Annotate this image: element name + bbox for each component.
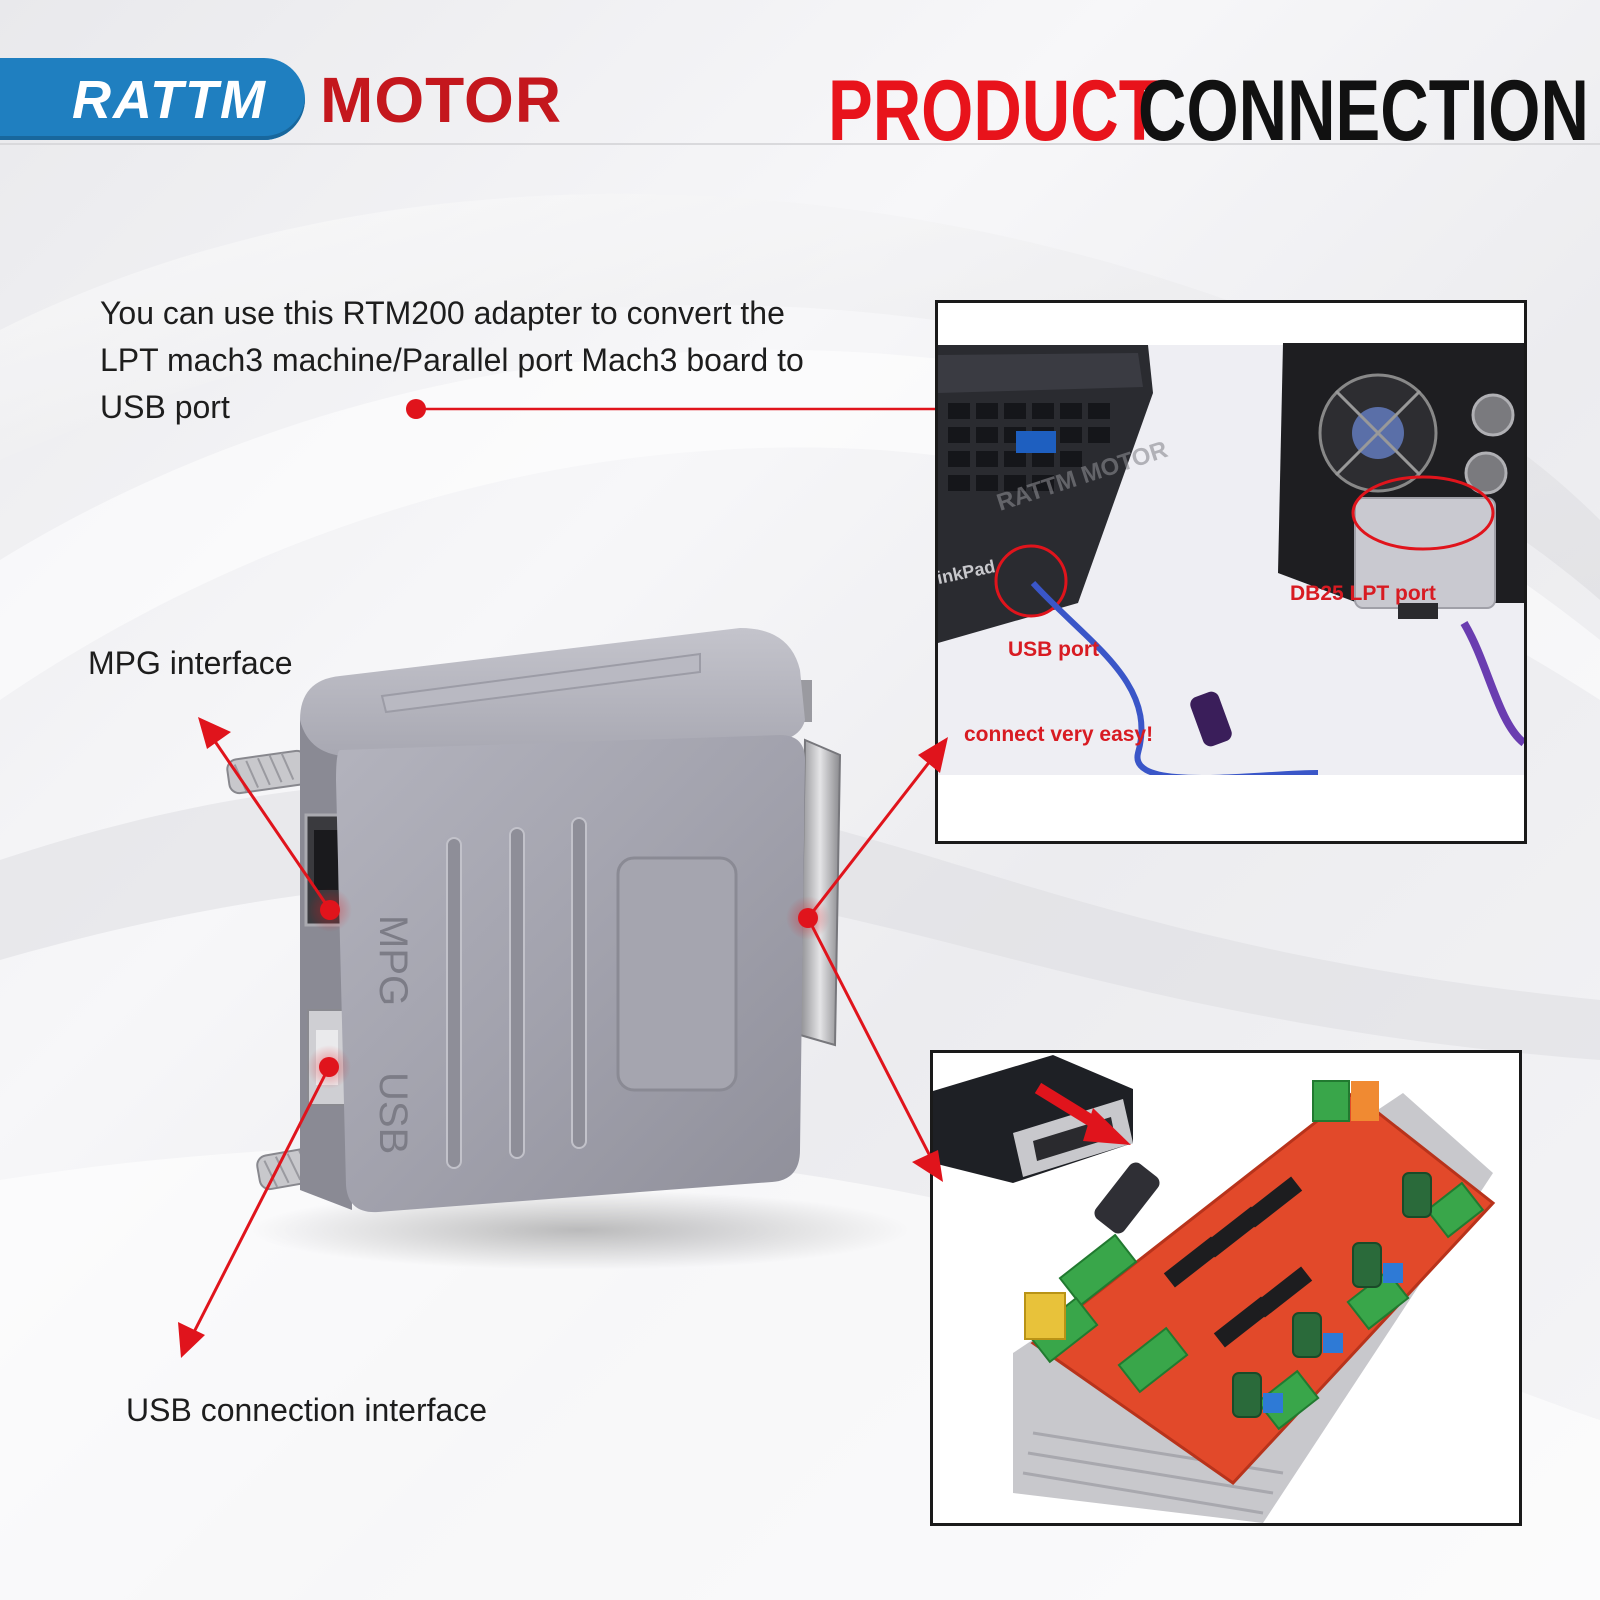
usb-port-caption: USB port (1008, 638, 1099, 661)
brand-suffix: MOTOR (320, 64, 563, 136)
title-connection: CONNECTION (1138, 63, 1589, 159)
computer-scene-illustration: inkPad RATTM MOTOR USB port DB25 LPT por… (938, 303, 1524, 841)
brand-name: RATTM (72, 70, 267, 130)
mpg-interface-label: MPG interface (88, 645, 293, 681)
usb-interface-label: USB connection interface (126, 1392, 488, 1428)
db25-port-caption: DB25 LPT port (1290, 582, 1436, 605)
connection-photo-computer: inkPad RATTM MOTOR USB port DB25 LPT por… (935, 300, 1527, 844)
control-board-illustration (933, 1053, 1519, 1523)
header-divider (0, 143, 1600, 145)
connect-easy-caption: connect very easy! (964, 723, 1153, 746)
connection-photo-board (930, 1050, 1522, 1526)
title-product: PRODUCT (828, 63, 1160, 159)
description-text: You can use this RTM200 adapter to conve… (100, 295, 804, 425)
brand-pill (0, 58, 305, 140)
